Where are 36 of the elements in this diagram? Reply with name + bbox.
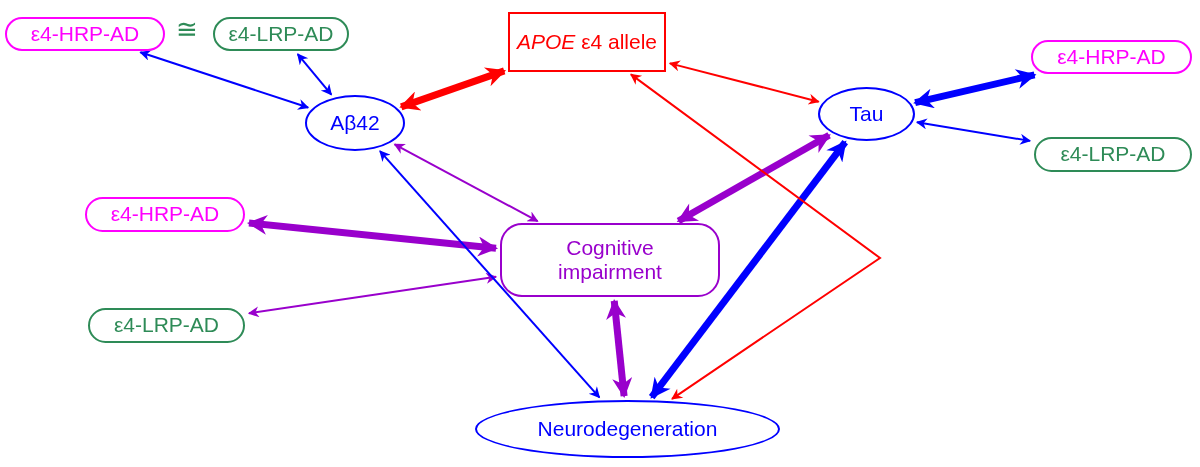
node-text: ε4-HRP-AD (110, 202, 220, 227)
node-text: ε4-HRP-AD (1057, 44, 1166, 70)
double-arrow (399, 67, 507, 111)
approx-equal-sign: ≅ (176, 14, 198, 45)
double-arrow (247, 214, 498, 257)
double-arrow (296, 53, 333, 96)
double-arrow (915, 118, 1032, 145)
node-text: APOE ε4 allele (516, 29, 658, 55)
group-label (88, 308, 245, 343)
group-label (213, 17, 349, 51)
node-text: ε4-LRP-AD (228, 21, 334, 47)
node-text: ε4-HRP-AD (30, 21, 140, 47)
double-arrow (378, 150, 601, 399)
double-arrow (393, 143, 539, 223)
biomarker-ellipse (305, 95, 405, 151)
double-arrow (913, 69, 1037, 109)
double-arrow (648, 139, 848, 400)
node-text: ε4-LRP-AD (1060, 142, 1166, 167)
outcome-box (500, 223, 720, 297)
node-text: Cognitive impairment (557, 235, 663, 285)
node-text: Neurodegeneration (537, 416, 718, 442)
double-arrow (676, 132, 831, 225)
node-text: Tau (849, 101, 884, 127)
node-text: ε4-LRP-AD (113, 313, 220, 338)
double-arrow (629, 73, 882, 400)
gene-box (508, 12, 666, 72)
double-arrow (247, 272, 498, 318)
group-label (1034, 137, 1192, 172)
double-arrow (139, 50, 310, 110)
group-label (5, 17, 165, 51)
double-arrow (606, 299, 633, 398)
biomarker-ellipse (818, 87, 915, 141)
node-text: Aβ42 (330, 110, 380, 136)
group-label (85, 197, 245, 232)
double-arrow (668, 60, 820, 105)
group-label (1031, 40, 1192, 74)
